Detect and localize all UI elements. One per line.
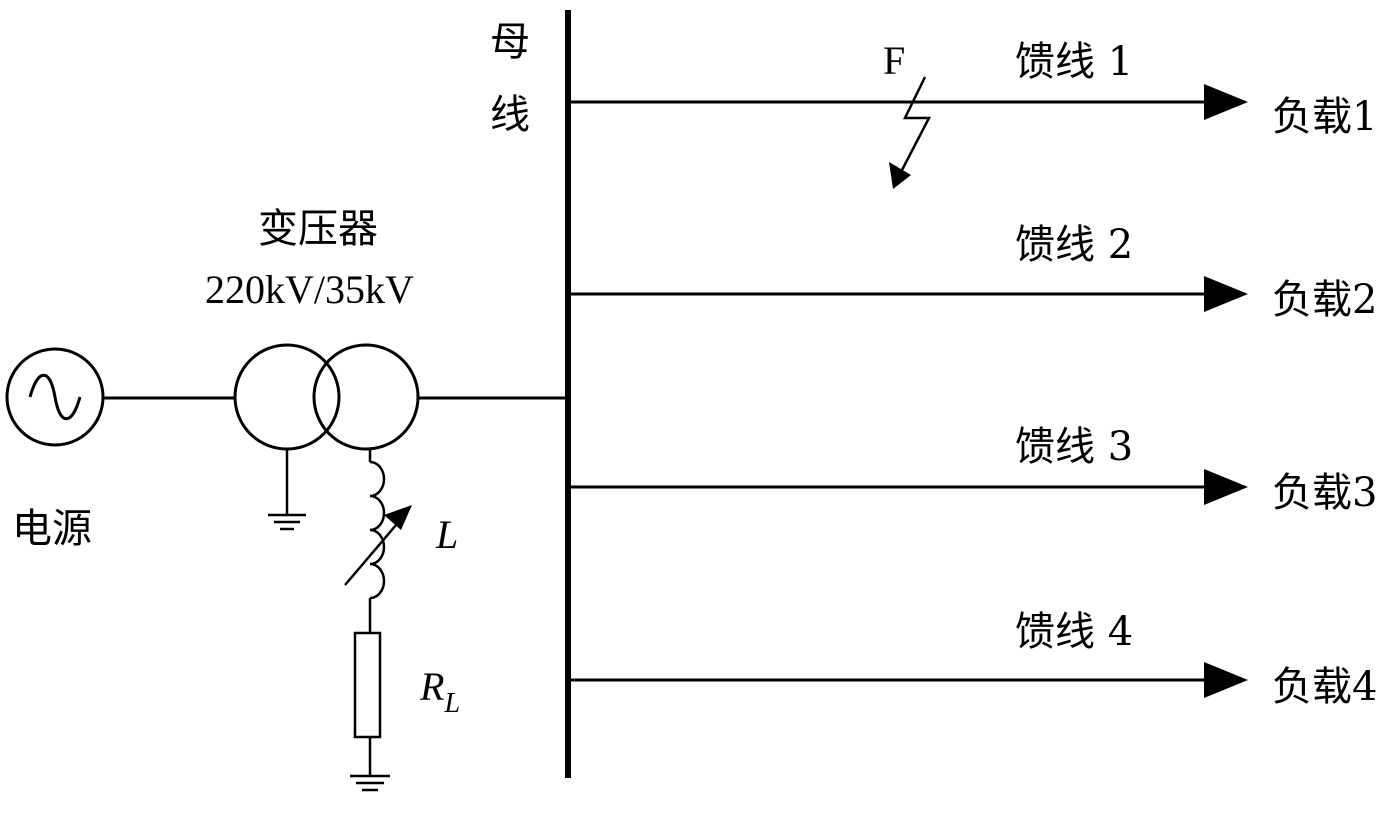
feeder-1: 馈线 1 负载1 bbox=[568, 39, 1377, 140]
resistor bbox=[355, 633, 380, 737]
transformer-rating: 220kV/35kV bbox=[205, 267, 414, 312]
variable-adjust-line bbox=[345, 518, 402, 585]
inductor-label: L bbox=[435, 512, 458, 557]
fault-marker: F bbox=[883, 38, 929, 189]
feeder-2: 馈线 2 负载2 bbox=[568, 222, 1377, 323]
inductor-coil bbox=[370, 462, 384, 598]
feeder-label: 馈线 1 bbox=[1015, 39, 1133, 85]
fault-label: F bbox=[883, 38, 905, 83]
ground-icon bbox=[350, 776, 390, 790]
load-label: 负载3 bbox=[1272, 470, 1377, 516]
resistor-label: RL bbox=[419, 664, 460, 719]
bus-label-top: 母 bbox=[490, 19, 530, 65]
feeder-label: 馈线 2 bbox=[1015, 222, 1133, 268]
sine-wave-icon bbox=[30, 375, 80, 419]
feeder-arrow-icon bbox=[1204, 469, 1248, 505]
load-label: 负载4 bbox=[1272, 664, 1377, 710]
transformer-name: 变压器 bbox=[258, 206, 378, 252]
feeder-arrow-icon bbox=[1204, 276, 1248, 312]
ac-source bbox=[7, 349, 103, 445]
load-label: 负载1 bbox=[1272, 94, 1377, 140]
resistor-label-subscript: L bbox=[443, 688, 460, 719]
load-label: 负载2 bbox=[1272, 277, 1377, 323]
transformer bbox=[235, 345, 418, 449]
feeder-label: 馈线 4 bbox=[1015, 609, 1133, 655]
transformer-secondary-winding bbox=[314, 345, 418, 449]
feeder-4: 馈线 4 负载4 bbox=[568, 609, 1377, 710]
feeder-arrow-icon bbox=[1204, 84, 1248, 120]
bus-label-bottom: 线 bbox=[490, 92, 530, 138]
variable-adjust-arrow-icon bbox=[384, 505, 412, 530]
feeder-label: 馈线 3 bbox=[1015, 424, 1133, 470]
source-label: 电源 bbox=[12, 506, 92, 552]
ground-icon bbox=[268, 515, 306, 529]
feeder-arrow-icon bbox=[1204, 662, 1248, 698]
feeder-3: 馈线 3 负载3 bbox=[568, 424, 1377, 516]
fault-arrow-icon bbox=[889, 162, 911, 189]
lightning-bolt-icon bbox=[902, 77, 929, 170]
transformer-primary-winding bbox=[235, 345, 339, 449]
